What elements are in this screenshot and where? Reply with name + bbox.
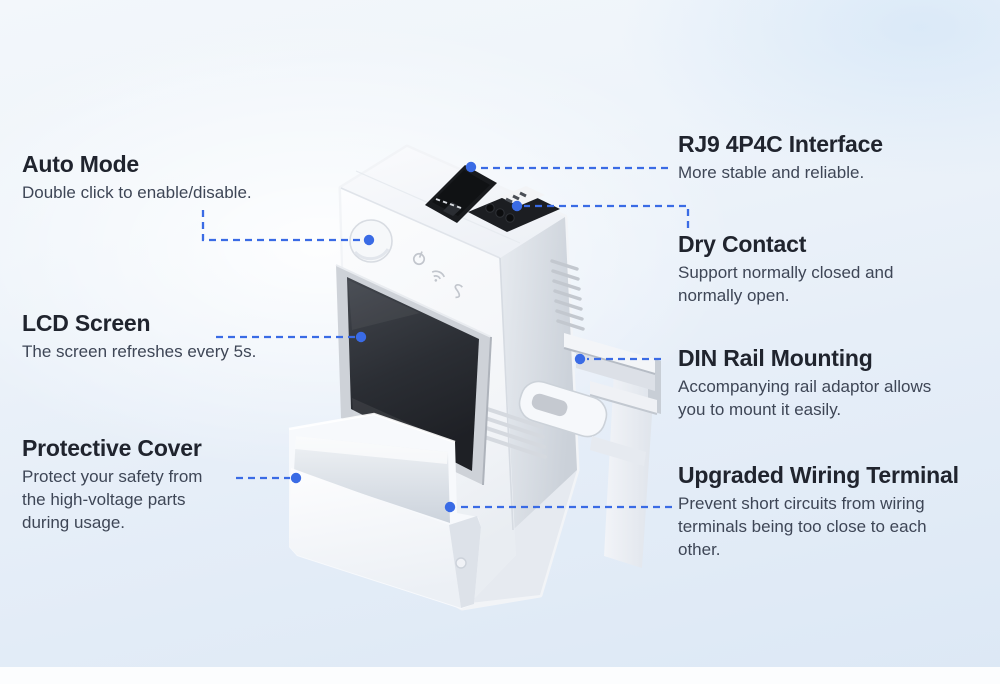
cover-screw [455,557,467,569]
device-right-face [500,217,577,530]
dry-contact-terminal [468,186,560,232]
sensor-icon [454,284,463,299]
callout-desc: Double click to enable/disable. [22,183,252,202]
callout-protective-cover: Protective Cover Protect your safety fro… [22,434,252,534]
callout-auto-mode: Auto Mode Double click to enable/disable… [22,150,252,204]
din-rail-bracket [518,333,661,568]
status-icons [412,251,463,299]
callout-dry-contact: Dry Contact Support normally closed and … [678,230,938,307]
pin-markings [435,198,462,209]
callout-title: Auto Mode [22,151,140,177]
callout-title: LCD Screen [22,310,151,336]
callout-title: RJ9 4P4C Interface [678,131,883,157]
callout-desc: The screen refreshes every 5s. [22,342,257,361]
bottom-white-strip [0,667,1000,684]
callout-title: Dry Contact [678,231,807,257]
callout-wiring-terminal: Upgraded Wiring Terminal Prevent short c… [678,461,988,561]
callout-desc: Prevent short circuits from wiring termi… [678,494,927,559]
callout-lines [201,166,690,509]
callout-din-rail: DIN Rail Mounting Accompanying rail adap… [678,344,958,421]
protective-cover [288,412,481,609]
callout-desc: Accompanying rail adaptor allows you to … [678,377,932,419]
callout-desc: Support normally closed and normally ope… [678,263,894,305]
callout-lcd-screen: LCD Screen The screen refreshes every 5s… [22,309,256,363]
callout-desc: More stable and reliable. [678,163,865,182]
device-bottom-face [470,470,577,603]
callout-desc: Protect your safety from the high-voltag… [22,467,203,532]
power-icon [412,251,426,266]
callout-title: DIN Rail Mounting [678,345,873,371]
callout-rj9-interface: RJ9 4P4C Interface More stable and relia… [678,130,883,184]
callout-title: Upgraded Wiring Terminal [678,462,959,488]
callout-dots [290,161,586,513]
rj9-port [425,165,497,223]
wifi-icon [431,270,446,282]
vent-slots [550,259,585,331]
callout-title: Protective Cover [22,435,202,461]
callout-line-auto-mode [201,210,363,242]
